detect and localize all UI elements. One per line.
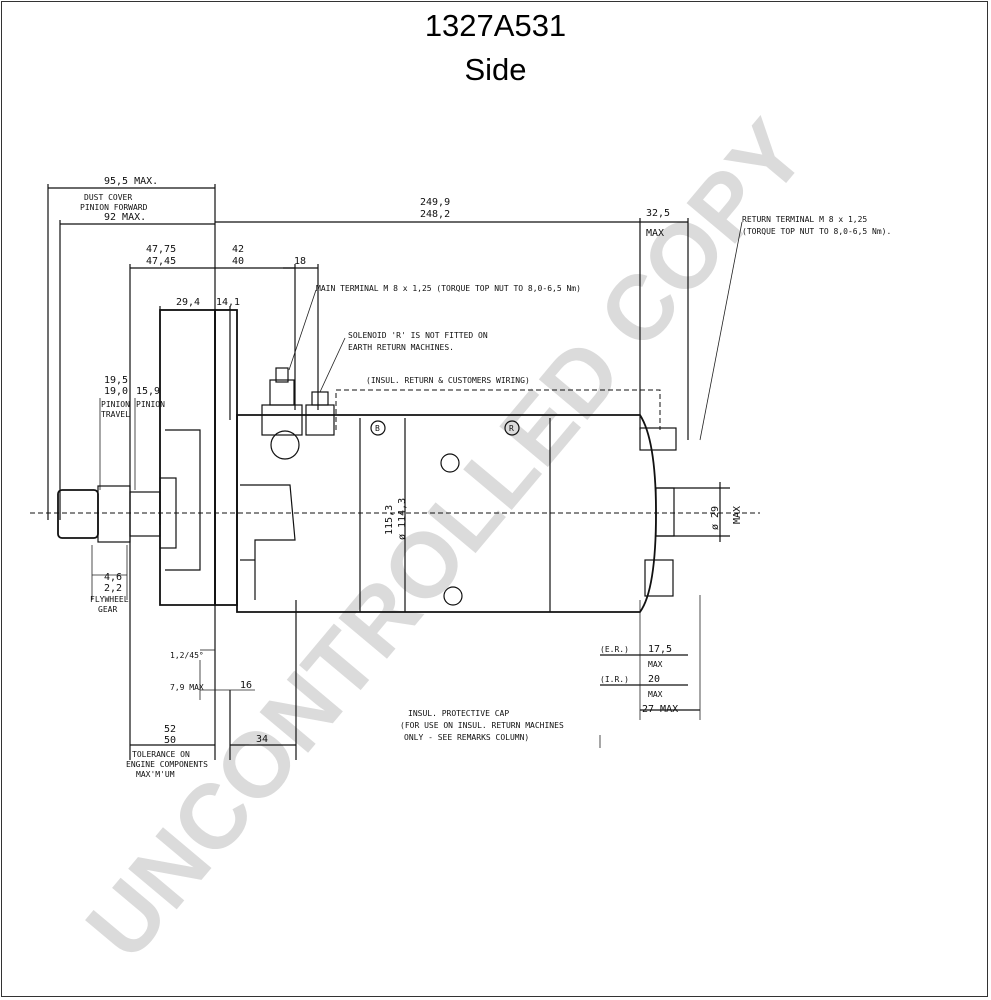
dim-dia-29: ø 29 (710, 506, 721, 530)
dim-20-max: MAX (648, 690, 663, 699)
dim-50: 50 (164, 735, 176, 746)
dim-115-3: 115,3 (384, 505, 395, 535)
insul-return-note: (INSUL. RETURN & CUSTOMERS WIRING) (366, 376, 530, 385)
dim-17-5: 17,5 (648, 644, 672, 655)
return-terminal-note-a: RETURN TERMINAL M 8 x 1,25 (742, 215, 867, 224)
dim-114-3: ø 114,3 (397, 498, 408, 540)
flywheel-label: FLYWHEEL (90, 595, 129, 604)
watermark: UNCONTROLLED COPY (67, 102, 825, 978)
gear-label: GEAR (98, 605, 117, 614)
dim-15-9: 15,9 (136, 386, 160, 397)
dim-32-5: 32,5 (646, 208, 670, 219)
dim-20: 20 (648, 674, 660, 685)
dust-cover-label: DUST COVER (84, 193, 132, 202)
protective-cap-note-a: INSUL. PROTECTIVE CAP (408, 709, 509, 718)
protective-cap-note-b: (FOR USE ON INSUL. RETURN MACHINES (400, 721, 564, 730)
solenoid-note-a: SOLENOID 'R' IS NOT FITTED ON (348, 331, 488, 340)
pinion-travel-label-a: PINION (101, 400, 130, 409)
dim-29-4: 29,4 (176, 297, 200, 308)
tolerance-label-c: MAX'M'UM (136, 770, 175, 779)
pinion-forward-label: PINION FORWARD (80, 203, 148, 212)
dim-52: 52 (164, 724, 176, 735)
dim-17-5-max: MAX (648, 660, 663, 669)
pinion-label: PINION (136, 400, 165, 409)
dim-19-5: 19,5 (104, 375, 128, 386)
tolerance-label-a: TOLERANCE ON (132, 750, 190, 759)
dim-32-5-max: MAX (646, 228, 664, 239)
mark-b: B (375, 424, 380, 433)
dim-dia-29-max: MAX (732, 506, 743, 524)
part-number-title: 1327A531 (424, 8, 567, 43)
dim-14-1: 14,1 (216, 297, 240, 308)
pinion-travel-label-b: TRAVEL (101, 410, 130, 419)
dim-47-45: 47,45 (146, 256, 176, 267)
dim-19-0: 19,0 (104, 386, 128, 397)
tolerance-label-b: ENGINE COMPONENTS (126, 760, 208, 769)
dim-95-max: 95,5 MAX. (104, 176, 158, 187)
dim-40: 40 (232, 256, 244, 267)
dim-249-9: 249,9 (420, 197, 450, 208)
dim-47-75: 47,75 (146, 244, 176, 255)
dim-34: 34 (256, 734, 268, 745)
dim-chamfer: 1,2/45° (170, 651, 204, 660)
protective-cap-note-c: ONLY - SEE REMARKS COLUMN) (404, 733, 529, 742)
return-terminal-note-b: (TORQUE TOP NUT TO 8,0-6,5 Nm). (742, 227, 891, 236)
dim-42: 42 (232, 244, 244, 255)
solenoid-note-b: EARTH RETURN MACHINES. (348, 343, 454, 352)
dim-27-max: 27 MAX (642, 704, 678, 715)
dim-2-2: 2,2 (104, 583, 122, 594)
er-label: (E.R.) (600, 645, 629, 654)
leader-lines (288, 221, 743, 748)
dim-248-2: 248,2 (420, 209, 450, 220)
mark-r: R (509, 424, 514, 433)
starter-motor-outline (57, 309, 677, 613)
main-terminal-note: MAIN TERMINAL M 8 x 1,25 (TORQUE TOP NUT… (316, 284, 581, 293)
ir-label: (I.R.) (600, 675, 629, 684)
dim-4-6: 4,6 (104, 572, 122, 583)
dim-16: 16 (240, 680, 252, 691)
view-subtitle: Side (464, 52, 527, 87)
dim-7-9-max: 7,9 MAX (170, 683, 204, 692)
dim-92-max: 92 MAX. (104, 212, 146, 223)
dim-18: 18 (294, 256, 306, 267)
